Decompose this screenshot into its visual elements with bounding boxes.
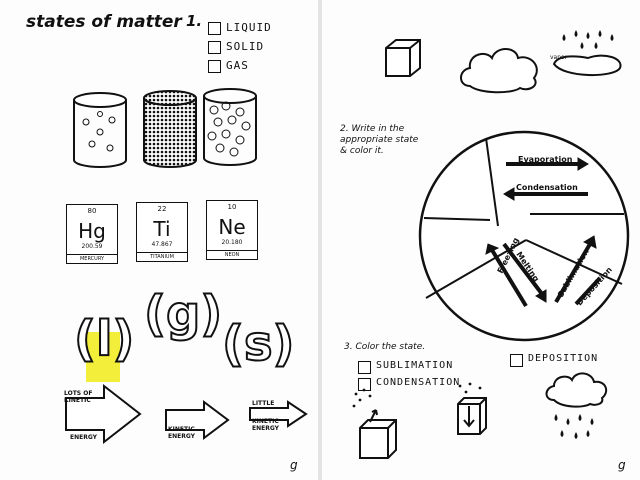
small-arrow-bottom-label: KINETIC ENERGY: [252, 418, 279, 432]
solid-state-symbol: (s): [222, 316, 294, 372]
liquid-checkbox[interactable]: [208, 22, 221, 35]
puddle-drops-icon: [552, 30, 622, 77]
evaporation-label: Evaporation: [518, 155, 573, 164]
question-3-prompt: 3. Color the state.: [344, 342, 426, 352]
right-worksheet-page: vapor 2. Write in the appropriate state …: [322, 0, 640, 480]
medium-kinetic-arrow: [165, 400, 230, 440]
cloud-caption: vapor: [550, 54, 568, 61]
small-kinetic-arrow: [249, 400, 308, 428]
worksheet-title: states of matter: [26, 12, 182, 32]
small-arrow-top-label: LITTLE: [252, 400, 275, 407]
liquid-particles-cylinder: [73, 92, 127, 168]
solid-label: SOLID: [226, 40, 265, 53]
condensation-option-label: CONDENSATION: [376, 377, 461, 388]
solid-particles-cylinder: [143, 90, 197, 168]
bubble-state-symbols: (l) (g) (s): [73, 285, 295, 373]
gas-particles-cylinder: [203, 88, 257, 166]
gas-checkbox[interactable]: [208, 60, 221, 73]
left-worksheet-page: states of matter 1. LIQUID SOLID GAS 80 …: [0, 0, 318, 480]
big-kinetic-arrow: [65, 383, 142, 445]
gas-state-symbol: (g): [144, 286, 222, 342]
deposition-box-icon: [457, 382, 487, 435]
big-arrow-bottom-label: ENERGY: [70, 434, 97, 441]
liquid-state-symbol: (l): [74, 311, 134, 367]
highlight-mark: [86, 332, 120, 382]
liquid-label: LIQUID: [226, 21, 272, 34]
solid-checkbox[interactable]: [208, 41, 221, 54]
sublimation-checkbox[interactable]: [358, 361, 371, 374]
sublimation-option-label: SUBLIMATION: [376, 360, 454, 371]
condensation-label: Condensation: [516, 183, 578, 192]
deposition-option-label: DEPOSITION: [528, 353, 599, 364]
element-tile-titanium: 22 Ti 47.867 TITANIUM: [136, 202, 188, 262]
cloud-icon: [460, 48, 538, 94]
sublimation-cube-icon: [352, 388, 397, 459]
question-1-number: 1.: [186, 12, 203, 30]
medium-arrow-label: KINETIC ENERGY: [168, 426, 195, 440]
rain-cloud-icon: [545, 372, 608, 439]
gas-label: GAS: [226, 59, 249, 72]
page-gutter: [318, 0, 322, 480]
left-signature: g: [290, 458, 298, 472]
question-2-prompt: 2. Write in the appropriate state & colo…: [340, 124, 419, 156]
element-tile-neon: 10 Ne 20.180 NEON: [206, 200, 258, 260]
right-signature: g: [618, 458, 626, 472]
deposition-checkbox[interactable]: [510, 354, 523, 367]
big-arrow-top-label: LOTS OF KINETIC: [64, 390, 93, 404]
phase-change-circle: Evaporation Condensation Freezing Meltin…: [418, 130, 630, 342]
element-tile-mercury: 80 Hg 200.59 MERCURY: [66, 204, 118, 264]
cube-icon: [385, 39, 421, 77]
